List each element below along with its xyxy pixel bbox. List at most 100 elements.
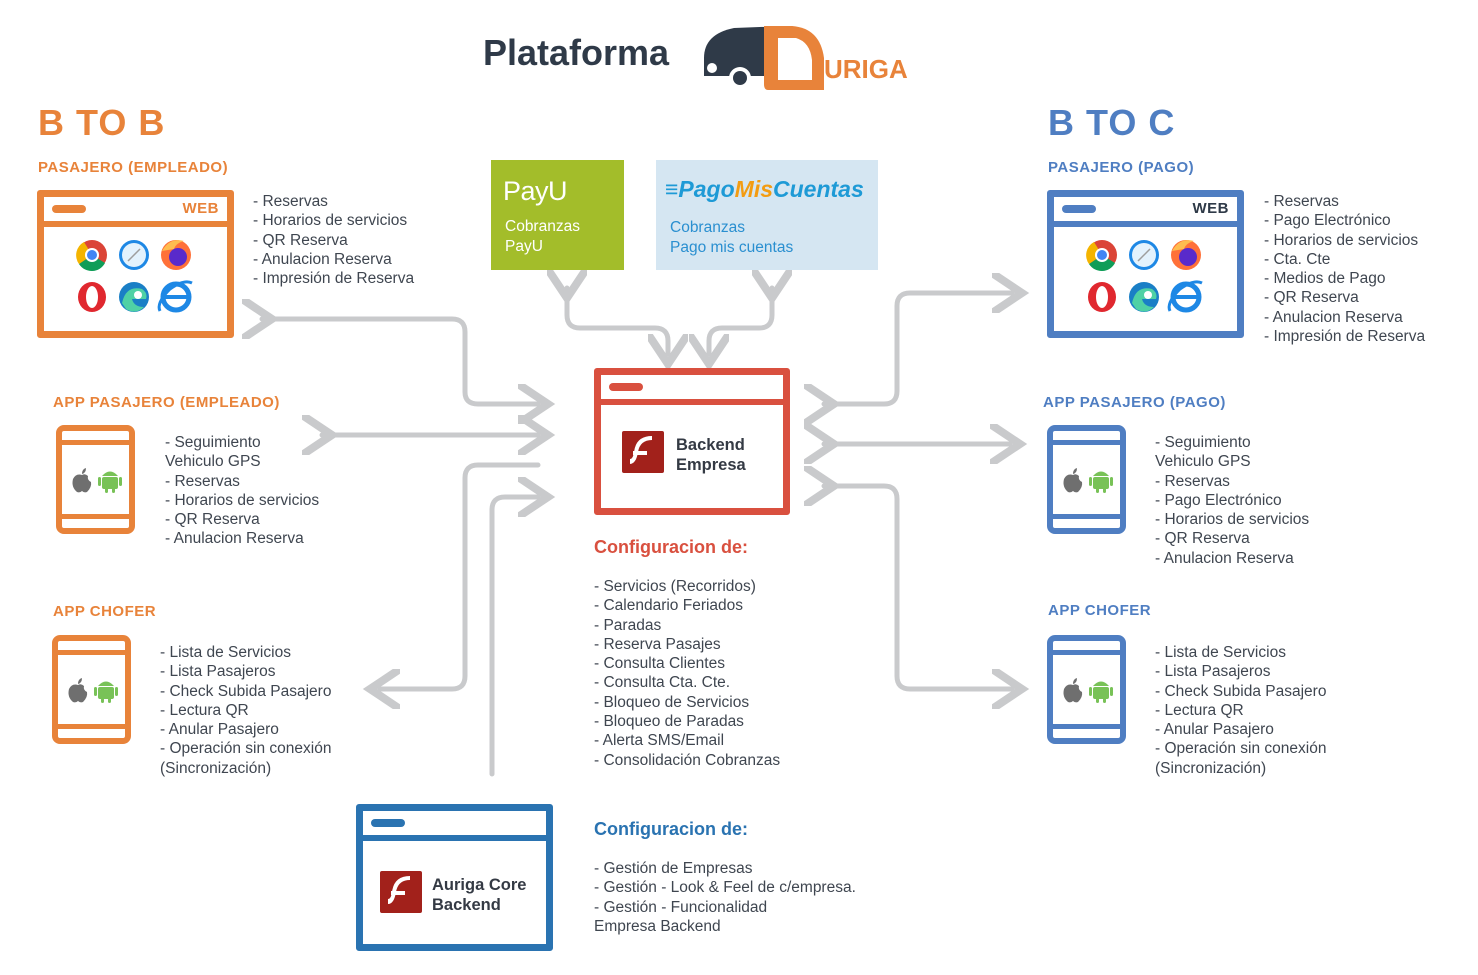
arrow-web-btob [262,319,538,404]
list-item: (Sincronización) [160,759,272,777]
btoc-web-section-title: PASAJERO (PAGO) [1048,159,1195,176]
list-item: - Anulacion Reserva [1155,549,1294,567]
list-item: - Paradas [594,616,662,634]
payu-logo: PayU [503,176,568,206]
internet-explorer-icon [1167,280,1203,313]
list-item: (Sincronización) [1155,759,1267,777]
apple-icon [1063,678,1083,703]
core-config-list: - Gestión de Empresas - Gestión - Look &… [594,859,856,936]
list-item: Vehiculo GPS [165,453,261,471]
internet-explorer-icon [157,280,193,313]
page-title: Plataforma [483,32,670,73]
list-item: - Gestión - Look & Feel de c/empresa. [594,879,856,897]
backend-config-list: - Servicios (Recorridos) - Calendario Fe… [594,577,780,770]
btob-app-chofer-features: - Lista de Servicios - Lista Pasajeros -… [160,643,331,778]
arrow-web-btoc [824,293,1012,404]
edge-icon [1129,282,1159,312]
btob-web-section-title: PASAJERO (EMPLEADO) [38,159,229,176]
list-item: - Consulta Clientes [594,655,725,673]
list-item: - QR Reserva [1155,530,1250,548]
apple-icon [72,468,92,493]
arrow-pagomiscuentas [709,288,772,354]
list-item: - Horarios de servicios [1264,231,1419,249]
safari-icon [1129,240,1159,270]
list-item: - Cta. Cte [1264,250,1331,268]
list-item: - Horarios de servicios [1155,511,1310,529]
list-item: - Anulacion Reserva [253,250,392,268]
list-item: - Consolidación Cobranzas [594,751,781,769]
arrow-payu [567,288,668,354]
list-item: - Check Subida Pasajero [1155,682,1327,700]
list-item: - Impresión de Reserva [253,270,415,288]
firefox-icon [161,240,191,270]
list-item: - Lista Pasajeros [1155,663,1271,681]
arrow-app-chofer-btob [380,462,541,689]
list-item: - Calendario Feriados [594,597,744,615]
btoc-app-chofer-phone [1047,635,1126,744]
btob-heading: B TO B [38,102,166,143]
btoc-app-pasajero-phone [1047,425,1126,534]
arrow-core-backend [489,497,538,777]
safari-icon [119,240,149,270]
btob-app-chofer-phone [52,635,131,744]
list-item: - Horarios de servicios [253,212,408,230]
list-item: - Bloqueo de Paradas [594,713,744,731]
opera-icon [1088,282,1116,312]
list-item: - Lista Pasajeros [160,663,276,681]
list-item: - Seguimiento [165,434,261,451]
list-item: - Pago Electrónico [1264,212,1391,230]
btoc-web-label: WEB [1192,200,1229,217]
browser-icons [1054,227,1237,332]
btoc-app-pasajero-title: APP PASAJERO (PAGO) [1043,394,1226,411]
arrow-app-chofer-btoc [824,486,1012,689]
list-item: - Anulacion Reserva [165,530,304,548]
list-item: - Operación sin conexión [1155,740,1327,758]
list-item: - Check Subida Pasajero [160,682,332,700]
btob-web-window: WEB [37,190,234,338]
list-item: - Reservas [1264,193,1339,210]
pagomiscuentas-logo: ≡PagoMisCuentas [665,176,864,202]
list-item: - Lista de Servicios [1155,644,1286,661]
svg-text:URIGA: URIGA [824,54,908,84]
android-icon [1089,471,1113,493]
btob-app-chofer-title: APP CHOFER [53,603,157,620]
android-icon [98,471,122,493]
btob-web-features: - Reservas - Horarios de servicios - QR … [253,192,414,288]
btoc-web-features: - Reservas - Pago Electrónico - Horarios… [1264,192,1425,346]
list-item: - QR Reserva [253,231,348,249]
android-icon [94,681,118,703]
list-item: - Bloqueo de Servicios [594,693,750,711]
list-item: - Servicios (Recorridos) [594,578,756,595]
list-item: Empresa Backend [594,917,721,935]
btoc-app-pasajero-features: - Seguimiento Vehiculo GPS - Reservas - … [1155,433,1309,568]
browser-icons [44,227,227,332]
list-item: - Pago Electrónico [1155,491,1282,509]
firefox-icon [1171,240,1201,270]
auriga-logo: URIGA [700,20,925,100]
chrome-icon [1086,240,1117,272]
list-item: - Reservas [253,193,328,210]
list-item: - Reservas [1155,472,1230,490]
backend-config-heading: Configuracion de: [594,537,748,557]
flash-icon [380,871,422,913]
chrome-icon [76,240,107,272]
list-item: - Lista de Servicios [160,644,291,661]
list-item: - Medios de Pago [1264,270,1386,288]
btoc-app-chofer-title: APP CHOFER [1048,602,1152,619]
btoc-heading: B TO C [1048,102,1176,143]
btoc-web-window: WEB [1047,190,1244,338]
list-item: - Lectura QR [1155,701,1244,719]
list-item: - QR Reserva [1264,289,1359,307]
list-item: - Reservas [165,472,240,490]
list-item: - Operación sin conexión [160,740,332,758]
android-icon [1089,681,1113,703]
bus-logo-icon: URIGA [704,26,908,90]
